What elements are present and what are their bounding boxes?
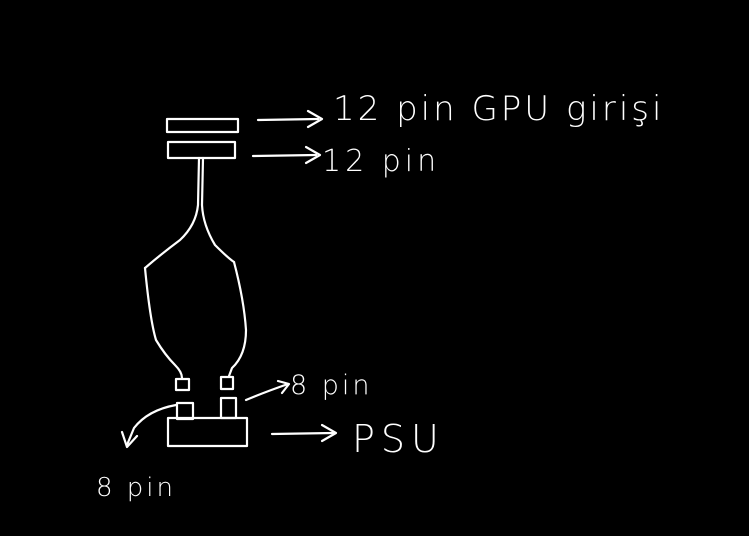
arrow-psu [270,423,338,443]
plug-8pin-right [219,375,235,391]
plug-8pin-left [174,377,191,392]
label-gpu-input: 12 pin GPU girişi [333,89,664,129]
cable-trunk [143,156,201,270]
label-12pin: 12 pin [322,144,440,179]
cable-branch-left [143,266,184,380]
label-8pin-left: 8 pin [96,473,176,503]
label-psu: PSU [352,417,445,461]
psu-box [166,416,249,448]
gpu-12pin-socket [165,117,240,134]
cable-trunk-right [200,156,236,264]
cable-12pin-connector [166,140,237,160]
arrow-8pin-left [120,403,178,449]
arrow-gpu-input [256,109,324,129]
arrow-8pin-right [244,379,291,402]
cable-branch-right [227,260,248,378]
label-8pin-right: 8 pin [290,370,373,401]
arrow-12pin [251,145,322,165]
psu-socket-left [175,401,195,421]
psu-socket-right [219,396,238,420]
